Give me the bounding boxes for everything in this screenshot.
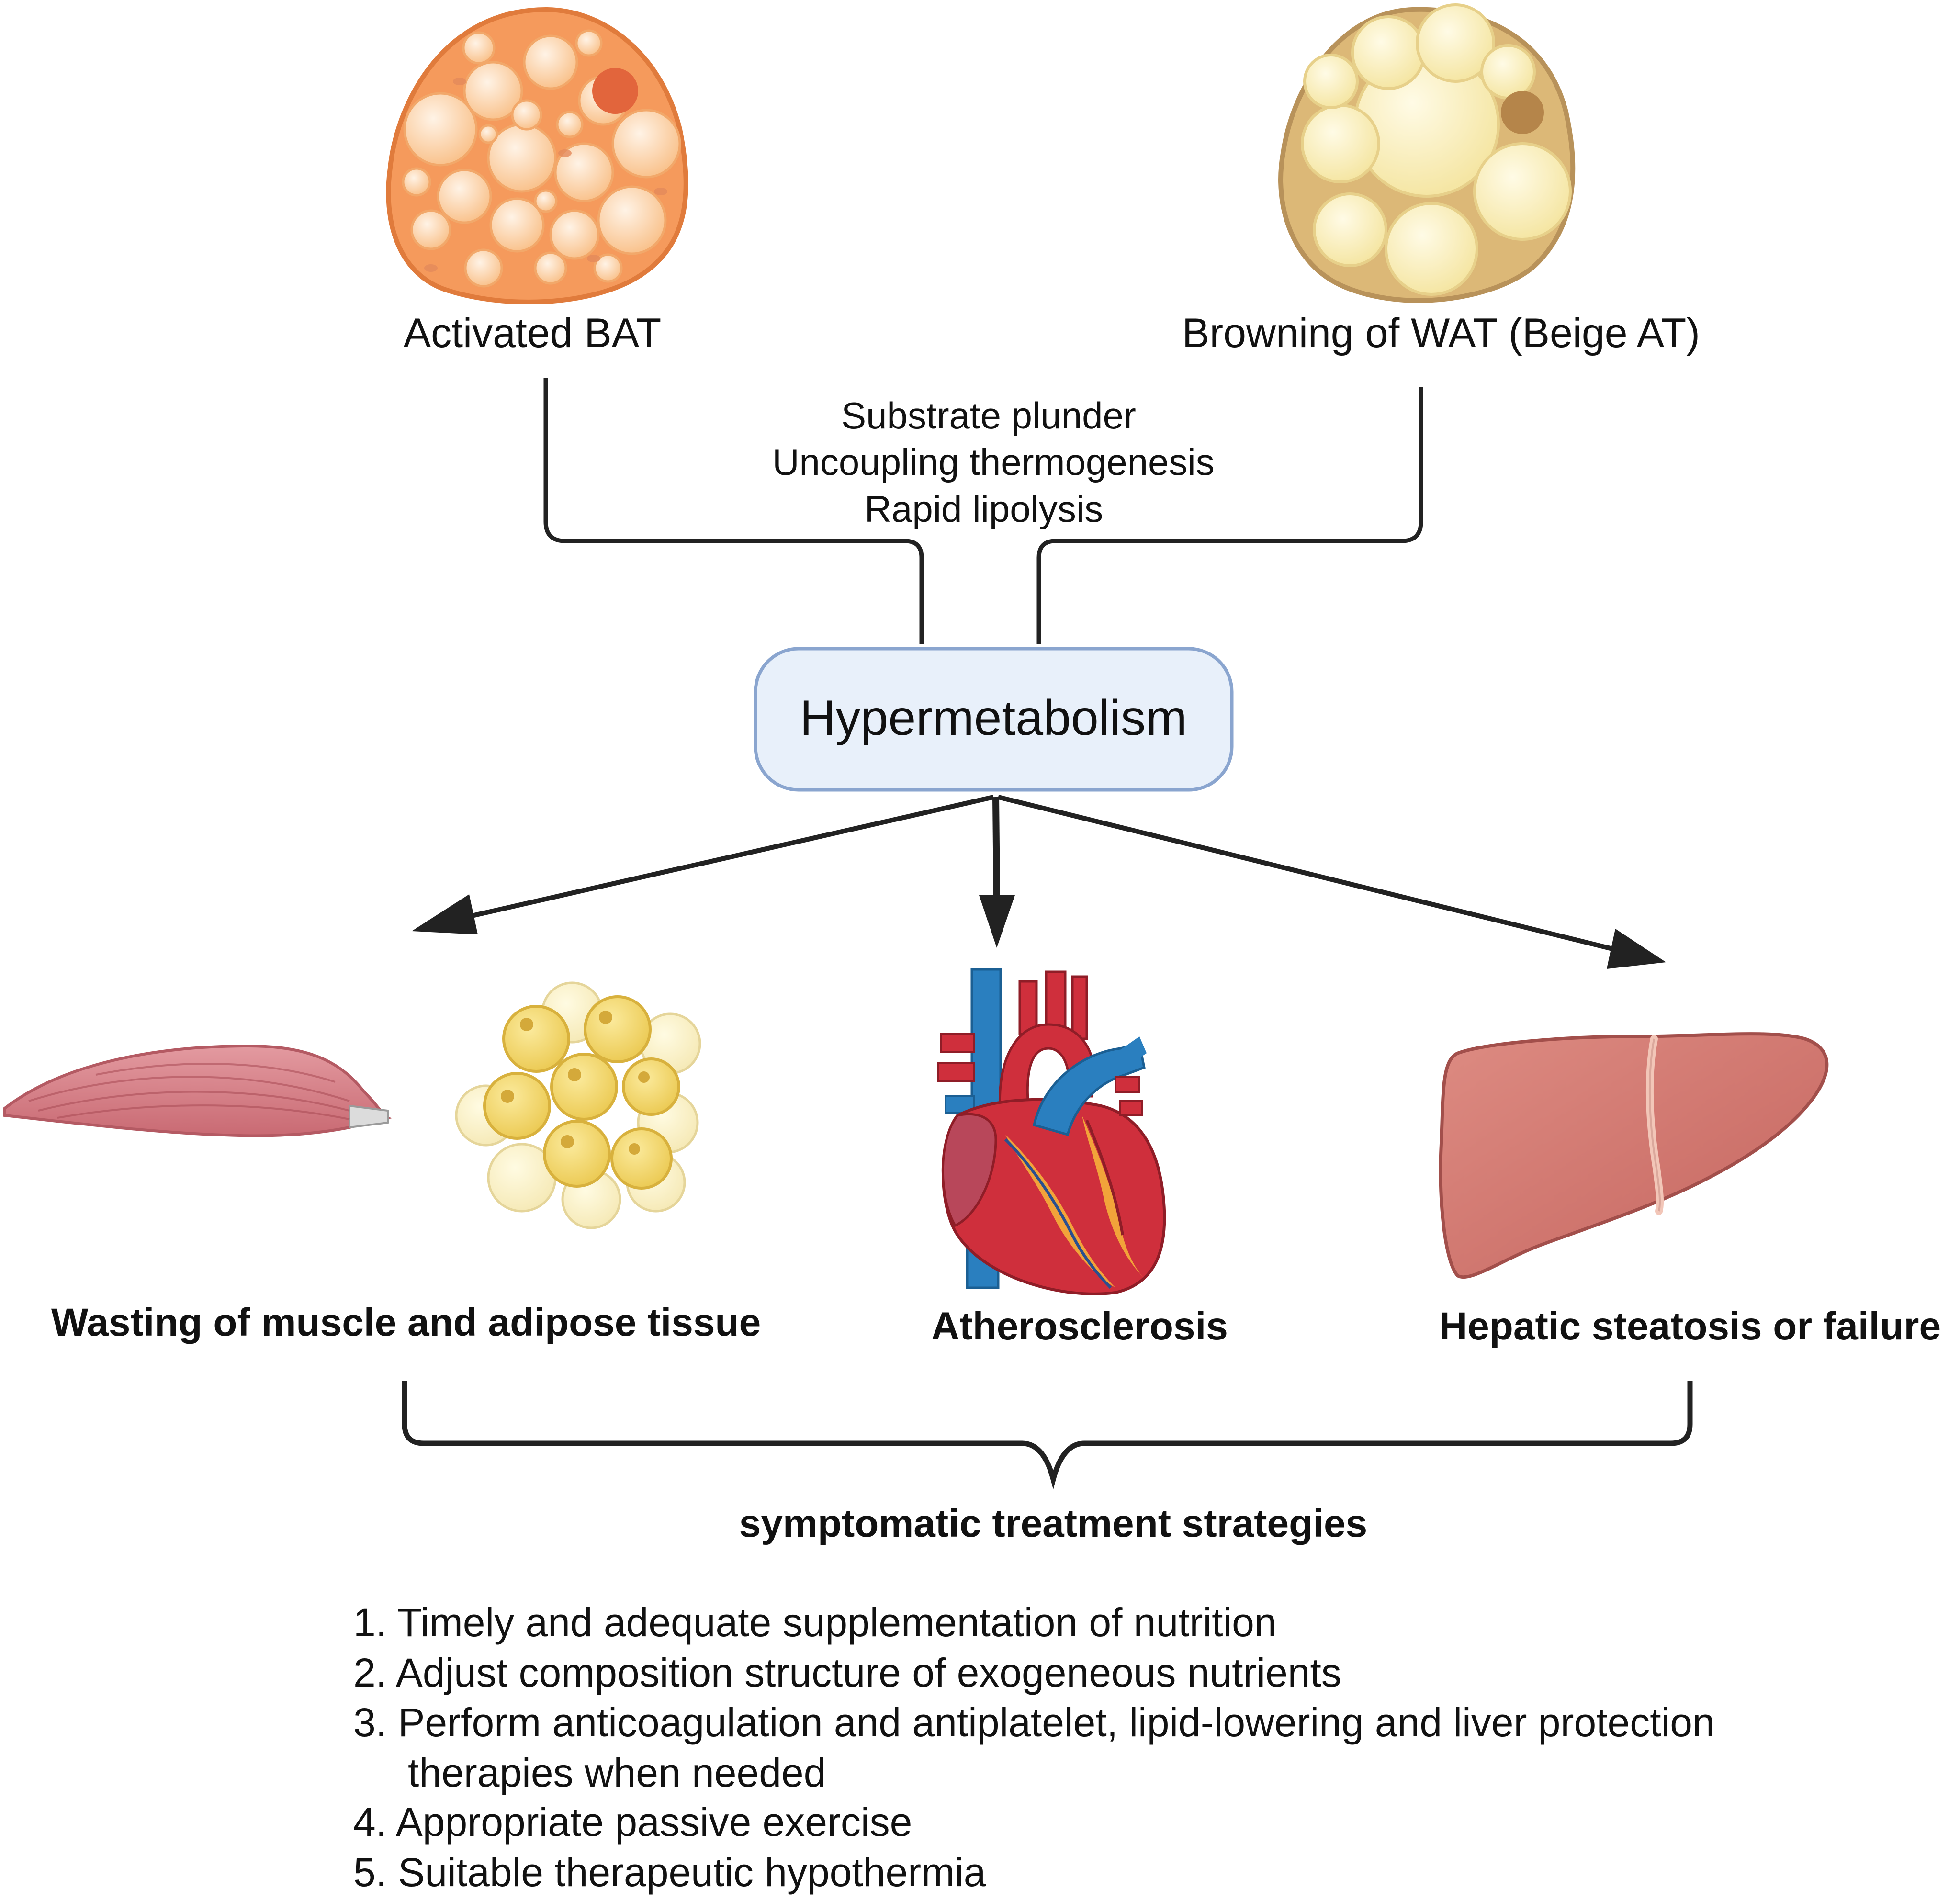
treatment-item-1: 1. Timely and adequate supplementation o… — [353, 1600, 1277, 1645]
arrow-to-wasting — [412, 795, 994, 934]
treatment-brace — [402, 1381, 1693, 1490]
bat-label: Activated BAT — [404, 310, 662, 356]
muscle-icon — [3, 1044, 392, 1137]
treatment-item-5: 5. Suitable therapeutic hypothermia — [353, 1850, 986, 1895]
mechanism-substrate-plunder: Substrate plunder — [841, 394, 1136, 437]
arrow-to-hepatic — [997, 795, 1666, 969]
adipocyte-cluster-icon — [455, 981, 701, 1229]
connector-wat-to-hub — [1036, 387, 1423, 644]
treatment-item-3: 3. Perform anticoagulation and antiplate… — [353, 1700, 1715, 1745]
treatment-item-3-continued: therapies when needed — [408, 1750, 826, 1795]
connector-bat-to-hub — [543, 378, 924, 644]
arrow-to-atherosclerosis — [979, 797, 1015, 948]
treatment-title: symptomatic treatment strategies — [739, 1502, 1367, 1545]
mechanism-uncoupling-thermogenesis: Uncoupling thermogenesis — [772, 441, 1215, 483]
liver-icon — [1439, 1032, 1829, 1279]
wat-label: Browning of WAT (Beige AT) — [1182, 310, 1700, 356]
hub-label: Hypermetabolism — [800, 690, 1187, 746]
mechanism-rapid-lipolysis: Rapid lipolysis — [865, 488, 1104, 530]
outcome-hepatic-label: Hepatic steatosis or failure — [1439, 1305, 1941, 1348]
beige-fat-cell-icon — [1278, 3, 1576, 303]
outcome-wasting-label: Wasting of muscle and adipose tissue — [51, 1301, 761, 1344]
treatment-list: 1. Timely and adequate supplementation o… — [353, 1600, 1715, 1895]
treatment-item-2: 2. Adjust composition structure of exoge… — [353, 1650, 1341, 1695]
brown-fat-cell-icon — [386, 7, 688, 304]
treatment-item-4: 4. Appropriate passive exercise — [353, 1800, 912, 1845]
outcome-atherosclerosis-label: Atherosclerosis — [931, 1305, 1228, 1348]
hypermetabolism-box — [754, 647, 1234, 792]
heart-icon — [937, 968, 1166, 1295]
